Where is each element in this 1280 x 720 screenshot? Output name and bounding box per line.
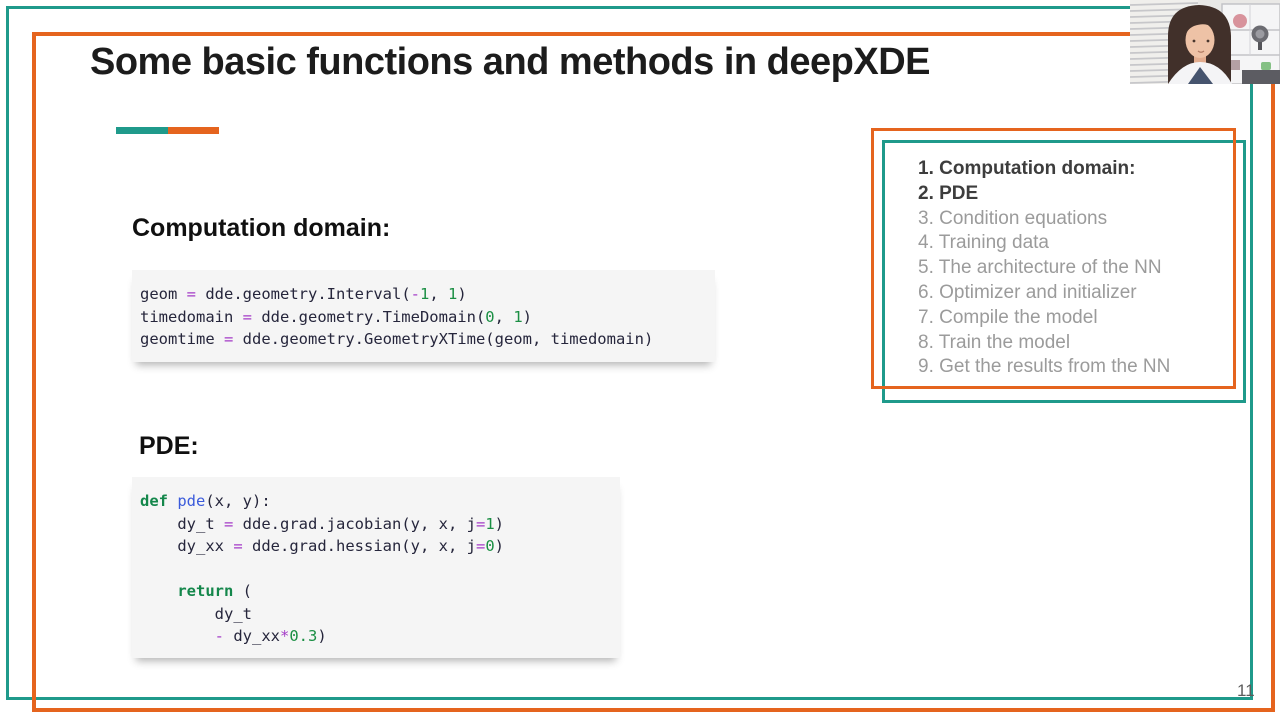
presenter-collar: [1188, 67, 1213, 84]
green-item: [1261, 62, 1271, 70]
slide-teal-border: [6, 6, 1253, 700]
chair-back: [1242, 70, 1280, 84]
pink-plush-item: [1233, 14, 1247, 28]
webcam-scene: [1130, 0, 1280, 84]
presenter-bangs: [1183, 15, 1219, 38]
checklist-item: 4. Training data: [918, 232, 1049, 254]
code-line: [140, 558, 610, 581]
presenter-mouth: [1197, 50, 1205, 53]
page-number: 11: [1237, 681, 1255, 700]
code-line: geomtime = dde.geometry.GeometryXTime(ge…: [140, 330, 654, 348]
checklist-item: 9. Get the results from the NN: [918, 356, 1171, 378]
desk-fan: [1251, 25, 1269, 50]
checklist-item: 3. Condition equations: [918, 207, 1108, 229]
presenter-webcam-video[interactable]: [1130, 0, 1280, 84]
title-accent-bar: [116, 127, 219, 134]
presenter-face: [1185, 22, 1215, 58]
checklist-item: 1. Computation domain:: [918, 158, 1136, 179]
code-line: dy_xx = dde.grad.hessian(y, x, j=0): [140, 537, 504, 555]
code-line: dy_t = dde.grad.jacobian(y, x, j=1): [140, 514, 505, 533]
code-line: dy_t: [140, 604, 252, 623]
agenda-box-teal-outline: [882, 140, 1246, 403]
code-line: - dy_xx*0.3): [214, 627, 327, 645]
checklist-item: 6. Optimizer and initializer: [918, 281, 1137, 303]
checklist-item: 7. Compile the model: [918, 306, 1098, 328]
code-line: geom = dde.geometry.Interval(-1, 1): [140, 285, 467, 303]
checklist-item: 2. PDE: [918, 182, 979, 204]
presenter-figure: [1168, 5, 1232, 84]
slide-title: Some basic functions and methods in deep…: [90, 41, 930, 83]
code-block-pde: def pde(x, y): dy_t = dde.grad.jacobian(…: [132, 477, 620, 658]
code-line: return (: [177, 582, 252, 600]
accent-orange-segment: [168, 127, 219, 134]
code-block-computation-domain: geom = dde.geometry.Interval(-1, 1) timed…: [132, 270, 715, 362]
presenter-eye-left: [1192, 39, 1196, 43]
slide-orange-border: [32, 32, 1275, 712]
code-line: def pde(x, y):: [140, 492, 271, 510]
checklist-item: 8. Train the model: [918, 331, 1071, 353]
shelf-item: [1226, 60, 1240, 70]
section-heading-pde: PDE:: [139, 432, 199, 460]
code-line: timedomain = dde.geometry.TimeDomain(0, …: [140, 307, 532, 326]
agenda-box-orange-outline: 1. Computation domain: 2. PDE 3. Condition…: [871, 128, 1236, 389]
accent-teal-segment: [116, 127, 168, 134]
section-heading-computation-domain: Computation domain:: [132, 214, 391, 242]
presenter-eye-right: [1206, 39, 1210, 43]
checklist: 1. Computation domain: 2. PDE 3. Condition…: [918, 157, 1218, 380]
checklist-item: 5. The architecture of the NN: [918, 257, 1162, 279]
